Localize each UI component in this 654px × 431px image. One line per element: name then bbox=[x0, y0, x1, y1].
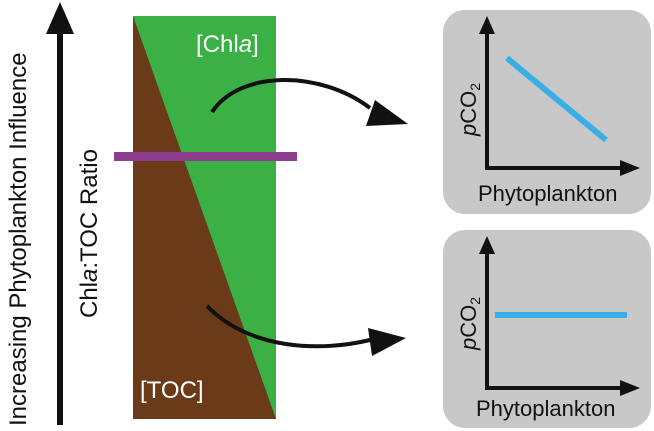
ratio-marker-line bbox=[114, 152, 297, 161]
axis-arrowhead-icon bbox=[46, 2, 74, 34]
x-axis-arrowhead-icon bbox=[620, 380, 640, 396]
arrowhead-icon bbox=[366, 100, 408, 126]
y-axis-label-pco2: pCO2 bbox=[456, 83, 483, 137]
chla-label: [Chla] bbox=[196, 31, 259, 58]
y-axis-arrowhead-icon bbox=[479, 236, 495, 254]
arrowhead-icon bbox=[368, 328, 406, 356]
toc-region bbox=[133, 16, 276, 419]
trend-line-negative bbox=[505, 55, 608, 143]
panel-top: pCO2 Phytoplankton bbox=[443, 10, 651, 214]
panel-bottom: pCO2 Phytoplankton bbox=[443, 230, 651, 428]
ratio-axis-label: Chla:TOC Ratio bbox=[76, 149, 103, 318]
curved-arrow-top bbox=[210, 78, 408, 126]
y-axis-arrowhead-icon bbox=[479, 16, 495, 34]
x-axis-arrowhead-icon bbox=[620, 160, 640, 176]
y-axis-label-pco2: pCO2 bbox=[456, 297, 483, 351]
toc-label: [TOC] bbox=[140, 377, 204, 404]
panel-background bbox=[443, 10, 651, 214]
x-axis-label-phytoplankton: Phytoplankton bbox=[478, 181, 617, 206]
influence-axis-label: Increasing Phytoplankton Influence bbox=[5, 52, 32, 426]
curved-arrow-bottom bbox=[205, 304, 406, 356]
panel-background bbox=[443, 230, 651, 428]
influence-axis bbox=[46, 2, 74, 425]
x-axis-label-phytoplankton: Phytoplankton bbox=[476, 396, 615, 421]
ratio-bar: [Chla] [TOC] bbox=[133, 16, 276, 419]
